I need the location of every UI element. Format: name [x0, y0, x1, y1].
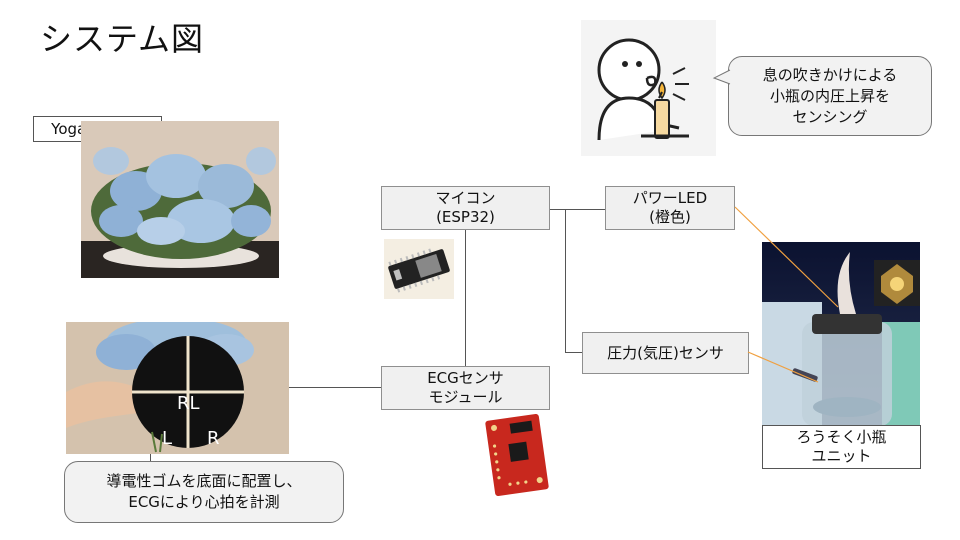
- pressure-sensor-box: 圧力(気圧)センサ: [582, 332, 749, 374]
- page-title: システム図: [40, 20, 205, 58]
- power-led-box: パワーLED (橙色): [605, 186, 735, 230]
- power-led-label-line-2: (橙色): [649, 208, 691, 226]
- rubber-callout-line-2: ECGにより心拍を計測: [128, 493, 280, 511]
- connector-to-pressure: [565, 352, 582, 353]
- breath-callout-line-3: センシング: [792, 107, 868, 126]
- electrode-photo: [66, 322, 289, 454]
- ecg-board-image: [484, 413, 550, 497]
- pressure-sensor-label: 圧力(気圧)センサ: [607, 343, 724, 362]
- ecg-sensor-box: ECGセンサ モジュール: [381, 366, 550, 410]
- candle-unit-line-2: ユニット: [811, 447, 872, 465]
- breath-sensing-callout: 息の吹きかけによる 小瓶の内圧上昇を センシング: [728, 56, 932, 136]
- pressure-link-line: [747, 351, 819, 383]
- ecg-label-line-2: モジュール: [428, 388, 503, 406]
- connector-mcu-led: [549, 209, 605, 210]
- electrode-rl-label: RL: [177, 393, 200, 414]
- rubber-callout-line-1: 導電性ゴムを底面に配置し、: [106, 472, 302, 490]
- connector-lantern-ecg: [289, 387, 381, 388]
- mcu-box: マイコン (ESP32): [381, 186, 550, 230]
- candle-unit-label: ろうそく小瓶 ユニット: [762, 425, 921, 469]
- breath-callout-line-2: 小瓶の内圧上昇を: [769, 86, 890, 105]
- mcu-label-line-1: マイコン: [435, 189, 496, 207]
- candle-jar-photo: [762, 242, 920, 426]
- breath-callout-line-1: 息の吹きかけによる: [762, 65, 898, 84]
- breath-illustration: [581, 20, 716, 156]
- breath-callout-tail: [712, 69, 732, 85]
- rubber-electrode-callout: 導電性ゴムを底面に配置し、 ECGにより心拍を計測: [64, 461, 344, 523]
- esp32-board-image: [384, 239, 454, 299]
- connector-branch-pressure: [565, 209, 566, 352]
- power-led-label-line-1: パワーLED: [632, 189, 708, 207]
- led-link-line: [734, 206, 839, 308]
- electrode-l-label: L: [162, 428, 173, 449]
- electrode-r-label: R: [207, 428, 220, 449]
- candle-unit-line-1: ろうそく小瓶: [796, 428, 887, 446]
- connector-mcu-ecg: [465, 229, 466, 366]
- yoga-lantern-photo: [81, 121, 279, 278]
- ecg-label-line-1: ECGセンサ: [427, 369, 504, 387]
- mcu-label-line-2: (ESP32): [436, 208, 495, 226]
